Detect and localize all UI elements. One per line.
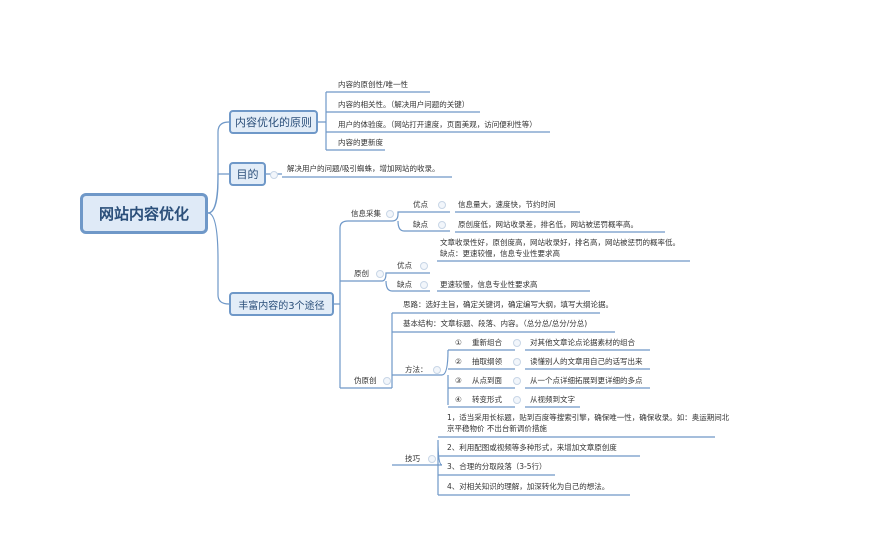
- tip-item[interactable]: 2、利用配图或视频等多种形式，来增加文章原创度: [447, 443, 617, 452]
- method-name[interactable]: 从点到面: [472, 376, 502, 385]
- collapse-toggle-icon[interactable]: [376, 270, 384, 278]
- principle-item[interactable]: 用户的体验度。（网站打开速度，页面美观，访问便利性等）: [338, 120, 537, 129]
- original-pros-label[interactable]: 优点: [397, 261, 412, 270]
- root-label: 网站内容优化: [98, 205, 189, 223]
- collapse-toggle-icon[interactable]: [513, 377, 521, 385]
- node-collect[interactable]: 信息采集: [351, 209, 381, 218]
- original-note[interactable]: 缺点：更速较慢，信息专业性要求高: [440, 249, 560, 258]
- collect-cons[interactable]: 原创度低，网站收录差，排名低，网站被惩罚概率高。: [458, 220, 638, 229]
- node-principles[interactable]: 内容优化的原则: [229, 110, 318, 134]
- method-desc[interactable]: 从一个点详细拓展到更详细的多点: [530, 376, 643, 385]
- tip-item[interactable]: 1，适当采用长标题，贴到百度等搜索引擎，确保唯一性，确保收录。如：奥运期间北: [447, 413, 730, 422]
- collapse-toggle-icon[interactable]: [513, 339, 521, 347]
- method-number: ④: [455, 395, 462, 404]
- method-desc[interactable]: 对其他文章论点论据素材的组合: [530, 338, 635, 347]
- method-desc[interactable]: 读懂别人的文章用自己的话写出来: [530, 357, 643, 366]
- collapse-toggle-icon[interactable]: [428, 455, 436, 463]
- collapse-toggle-icon[interactable]: [386, 210, 394, 218]
- node-label: 丰富内容的3个途径: [238, 300, 325, 312]
- node-purpose[interactable]: 目的: [229, 162, 266, 186]
- root-node[interactable]: 网站内容优化: [80, 193, 208, 234]
- collapse-toggle-icon[interactable]: [513, 358, 521, 366]
- tip-item[interactable]: 京平稳物价 不出台新调价措施: [447, 424, 547, 433]
- method-name[interactable]: 抽取纲领: [472, 357, 502, 366]
- node-label: 目的: [236, 168, 259, 181]
- principle-item[interactable]: 内容的相关性。（解决用户问题的关键）: [338, 100, 470, 109]
- method-desc[interactable]: 从视频到文字: [530, 395, 575, 404]
- collapse-toggle-icon[interactable]: [438, 221, 446, 229]
- original-cons-label[interactable]: 缺点: [397, 280, 412, 289]
- collapse-toggle-icon[interactable]: [433, 366, 441, 374]
- method-name[interactable]: 重新组合: [472, 338, 502, 347]
- pseudo-structure[interactable]: 基本结构：文章标题、段落、内容。（总分总/总分/分总): [403, 319, 588, 328]
- pseudo-idea[interactable]: 思路：选好主旨，确定关键词，确定编写大纲，填写大纲论据。: [403, 300, 613, 309]
- collect-pros-label[interactable]: 优点: [413, 200, 428, 209]
- collapse-toggle-icon[interactable]: [383, 377, 391, 385]
- collect-pros[interactable]: 信息量大，速度快，节约时间: [458, 200, 556, 209]
- purpose-text[interactable]: 解决用户的问题/吸引蜘蛛，增加网站的收录。: [287, 164, 440, 173]
- methods-label[interactable]: 方法：: [405, 365, 428, 374]
- method-number: ①: [455, 338, 462, 347]
- collapse-toggle-icon[interactable]: [270, 171, 278, 179]
- collect-cons-label[interactable]: 缺点: [413, 220, 428, 229]
- original-cons[interactable]: 更速较慢，信息专业性要求高: [440, 280, 538, 289]
- method-number: ③: [455, 376, 462, 385]
- collapse-toggle-icon[interactable]: [513, 396, 521, 404]
- node-original[interactable]: 原创: [354, 269, 369, 278]
- collapse-toggle-icon[interactable]: [420, 262, 428, 270]
- node-label: 内容优化的原则: [235, 116, 312, 129]
- principle-item[interactable]: 内容的原创性/唯一性: [338, 80, 409, 89]
- collapse-toggle-icon[interactable]: [420, 281, 428, 289]
- collapse-toggle-icon[interactable]: [438, 201, 446, 209]
- method-name[interactable]: 转变形式: [472, 395, 502, 404]
- node-ways[interactable]: 丰富内容的3个途径: [229, 292, 334, 316]
- tips-label[interactable]: 技巧: [405, 454, 420, 463]
- principle-item[interactable]: 内容的更新度: [338, 138, 383, 147]
- tip-item[interactable]: 3、合理的分取段落（3-5行）: [447, 462, 547, 471]
- original-note[interactable]: 文章收录性好，原创度高，网站收录好，排名高，网站被惩罚的概率低。: [440, 238, 680, 247]
- node-pseudo[interactable]: 伪原创: [354, 376, 377, 385]
- method-number: ②: [455, 357, 462, 366]
- tip-item[interactable]: 4、对相关知识的理解，加深转化为自己的想法。: [447, 482, 610, 491]
